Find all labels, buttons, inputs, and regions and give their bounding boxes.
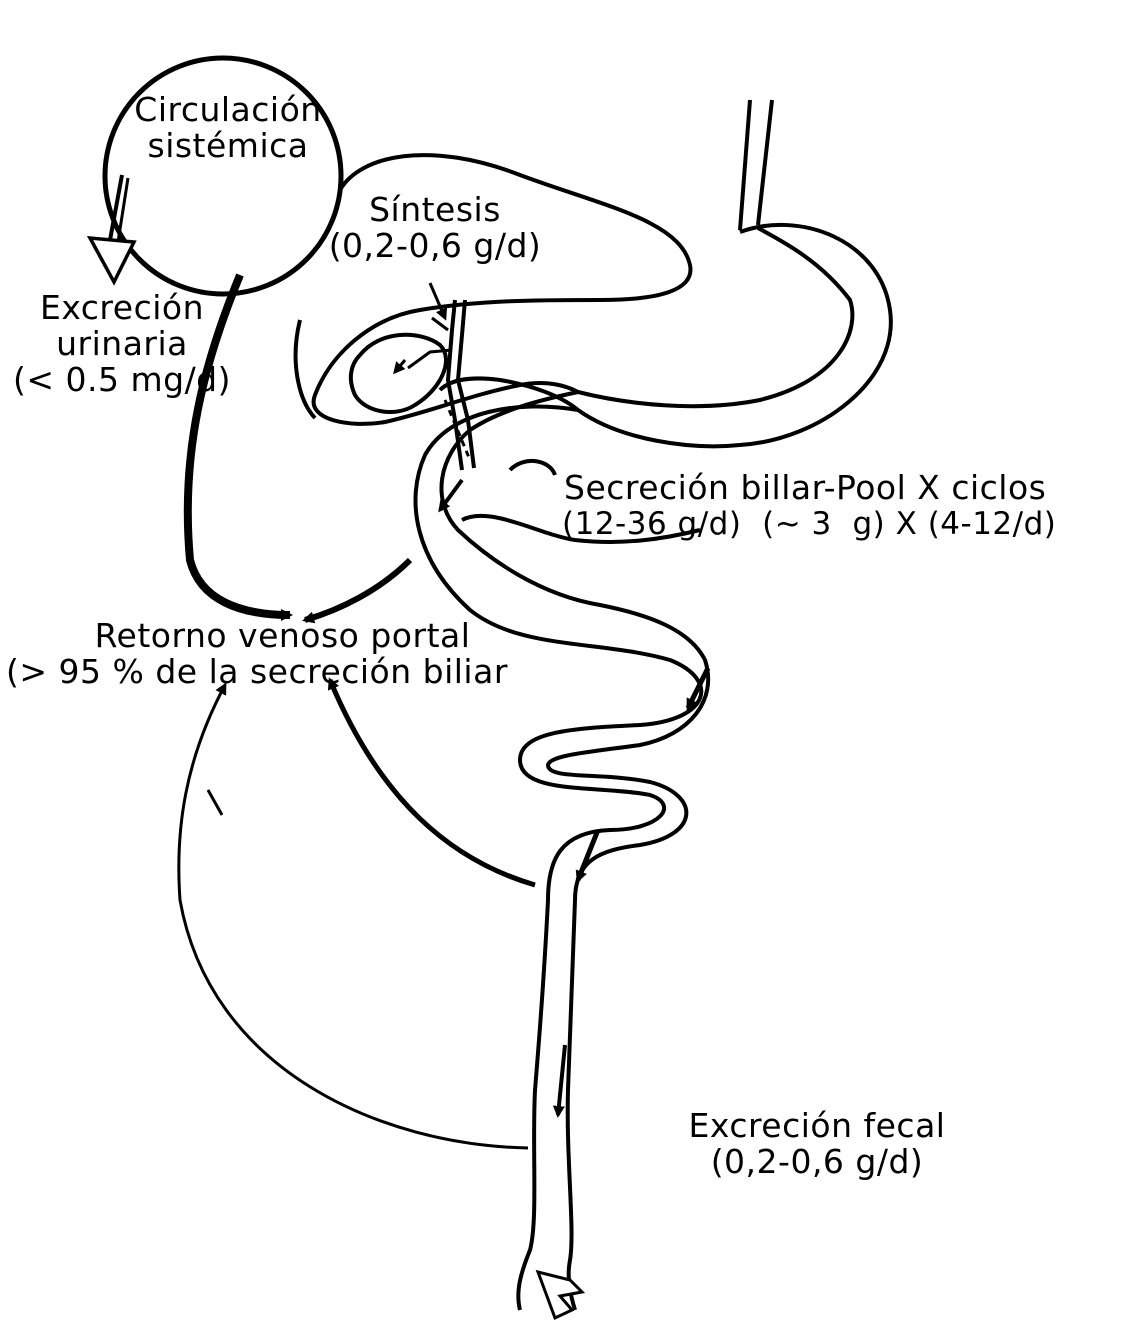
label-excrecion-fecal-line1: Excreción fecal: [672, 1108, 962, 1144]
label-sintesis: Síntesis (0,2-0,6 g/d): [315, 192, 555, 264]
label-circulacion-line1: Circulación: [133, 92, 323, 128]
label-excrecion-urinaria-line3: (< 0.5 mg/d): [4, 362, 240, 398]
fecal-exit-arrow: [538, 1272, 582, 1318]
esophagus-shape: [740, 100, 772, 230]
label-excrecion-fecal-line2: (0,2-0,6 g/d): [672, 1144, 962, 1180]
label-retorno-portal-line2: (> 95 % de la secreción biliar: [0, 654, 565, 690]
portal-return-arrows: [179, 275, 535, 1148]
label-retorno-portal-line1: Retorno venoso portal: [0, 618, 565, 654]
label-excrecion-urinaria-line1: Excreción: [4, 290, 240, 326]
label-sintesis-line1: Síntesis: [315, 192, 555, 228]
label-circulacion-line2: sistémica: [133, 128, 323, 164]
label-secrecion-biliar-line2: (12-36 g/d) (~ 3 g) X (4-12/d): [562, 506, 1132, 542]
liver-inner-lobe: [351, 335, 446, 412]
label-excrecion-urinaria-line2: urinaria: [4, 326, 240, 362]
label-secrecion-biliar: Secreción billar-Pool X ciclos (12-36 g/…: [562, 470, 1132, 542]
label-circulacion-sistemica: Circulación sistémica: [133, 92, 323, 164]
intestinal-flow-arrows: [440, 480, 708, 1115]
label-retorno-portal: Retorno venoso portal (> 95 % de la secr…: [0, 618, 565, 690]
label-excrecion-fecal: Excreción fecal (0,2-0,6 g/d): [672, 1108, 962, 1180]
label-sintesis-line2: (0,2-0,6 g/d): [315, 228, 555, 264]
label-secrecion-biliar-line1: Secreción billar-Pool X ciclos: [562, 470, 1132, 506]
label-excrecion-urinaria: Excreción urinaria (< 0.5 mg/d): [4, 290, 240, 398]
urinary-excretion-arrow: [90, 175, 134, 282]
